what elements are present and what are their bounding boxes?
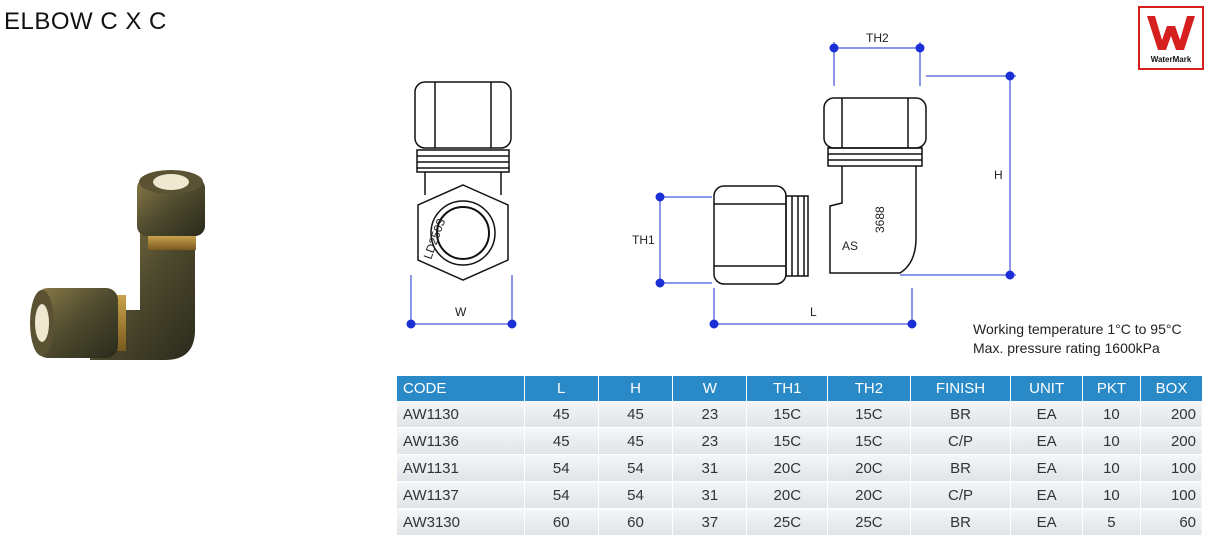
cell-h: 54	[598, 454, 674, 482]
cell-unit: EA	[1010, 427, 1083, 455]
cell-pkt: 10	[1082, 427, 1141, 455]
cell-finish: BR	[910, 454, 1012, 482]
col-unit: UNIT	[1010, 376, 1083, 401]
col-h: H	[598, 376, 674, 401]
cell-h: 45	[598, 401, 674, 428]
cell-pkt: 10	[1082, 401, 1141, 428]
cell-code: AW1131	[397, 454, 525, 482]
col-th1: TH1	[746, 376, 829, 401]
cell-box: 200	[1140, 401, 1202, 428]
cell-unit: EA	[1010, 454, 1083, 482]
table-row: AW1137 54 54 31 20C 20C C/P EA 10 100	[397, 481, 1202, 509]
cell-th2: 20C	[827, 481, 911, 509]
height-dimension-label: H	[994, 168, 1003, 182]
table-row: AW3130 60 60 37 25C 25C BR EA 5 60	[397, 508, 1202, 536]
cell-th1: 25C	[746, 508, 829, 536]
cell-finish: BR	[910, 508, 1012, 536]
th1-dimension-label: TH1	[632, 233, 655, 247]
cell-unit: EA	[1010, 401, 1083, 428]
watermark-text: WaterMark	[1151, 55, 1192, 64]
cell-finish: C/P	[910, 427, 1012, 455]
table-header-row: CODE L H W TH1 TH2 FINISH UNIT PKT BOX	[397, 376, 1202, 401]
table-row: AW1130 45 45 23 15C 15C BR EA 10 200	[397, 401, 1202, 428]
cell-th2: 25C	[827, 508, 911, 536]
cell-finish: C/P	[910, 481, 1012, 509]
cell-w: 23	[672, 401, 748, 428]
cell-box: 100	[1140, 454, 1202, 482]
front-view-drawing: LD2503 W	[406, 81, 517, 329]
cell-th2: 15C	[827, 401, 911, 428]
cell-box: 200	[1140, 427, 1202, 455]
side-view-drawing: AS 3688 TH2 H TH1 L	[632, 31, 1016, 329]
cell-l: 54	[524, 481, 599, 509]
cell-l: 45	[524, 401, 599, 428]
table-row: AW1136 45 45 23 15C 15C C/P EA 10 200	[397, 427, 1202, 455]
cell-w: 31	[672, 454, 748, 482]
cell-pkt: 5	[1082, 508, 1141, 536]
standard-marking: 3688	[873, 206, 887, 233]
width-dimension-label: W	[455, 305, 467, 319]
cell-unit: EA	[1010, 508, 1083, 536]
col-code: CODE	[397, 376, 525, 401]
cell-th2: 20C	[827, 454, 911, 482]
col-finish: FINISH	[910, 376, 1012, 401]
cell-l: 60	[524, 508, 599, 536]
col-pkt: PKT	[1082, 376, 1141, 401]
cell-th1: 20C	[746, 481, 829, 509]
cell-w: 31	[672, 481, 748, 509]
cell-code: AW1137	[397, 481, 525, 509]
col-l: L	[524, 376, 599, 401]
specifications: Working temperature 1°C to 95°C Max. pre…	[973, 320, 1182, 358]
cell-code: AW3130	[397, 508, 525, 536]
cell-th1: 20C	[746, 454, 829, 482]
cell-w: 37	[672, 508, 748, 536]
cell-box: 100	[1140, 481, 1202, 509]
product-photo	[30, 170, 205, 360]
cell-w: 23	[672, 427, 748, 455]
cell-unit: EA	[1010, 481, 1083, 509]
table-row: AW1131 54 54 31 20C 20C BR EA 10 100	[397, 454, 1202, 482]
cell-code: AW1130	[397, 401, 525, 428]
col-box: BOX	[1140, 376, 1202, 401]
cell-l: 45	[524, 427, 599, 455]
product-table: CODE L H W TH1 TH2 FINISH UNIT PKT BOX A…	[397, 376, 1202, 536]
cell-h: 60	[598, 508, 674, 536]
cell-box: 60	[1140, 508, 1202, 536]
cell-th1: 15C	[746, 427, 829, 455]
body-marking: LD2503	[421, 216, 449, 261]
pressure-rating: Max. pressure rating 1600kPa	[973, 340, 1160, 356]
brand-marking: AS	[842, 239, 858, 253]
col-th2: TH2	[827, 376, 911, 401]
cell-th1: 15C	[746, 401, 829, 428]
length-dimension-label: L	[810, 305, 817, 319]
cell-pkt: 10	[1082, 454, 1141, 482]
cell-h: 45	[598, 427, 674, 455]
page-title: ELBOW C X C	[4, 8, 167, 35]
cell-h: 54	[598, 481, 674, 509]
cell-finish: BR	[910, 401, 1012, 428]
working-temperature: Working temperature 1°C to 95°C	[973, 321, 1182, 337]
col-w: W	[672, 376, 748, 401]
cell-pkt: 10	[1082, 481, 1141, 509]
cell-code: AW1136	[397, 427, 525, 455]
watermark-logo: WaterMark	[1138, 6, 1204, 70]
cell-th2: 15C	[827, 427, 911, 455]
th2-dimension-label: TH2	[866, 31, 889, 45]
cell-l: 54	[524, 454, 599, 482]
